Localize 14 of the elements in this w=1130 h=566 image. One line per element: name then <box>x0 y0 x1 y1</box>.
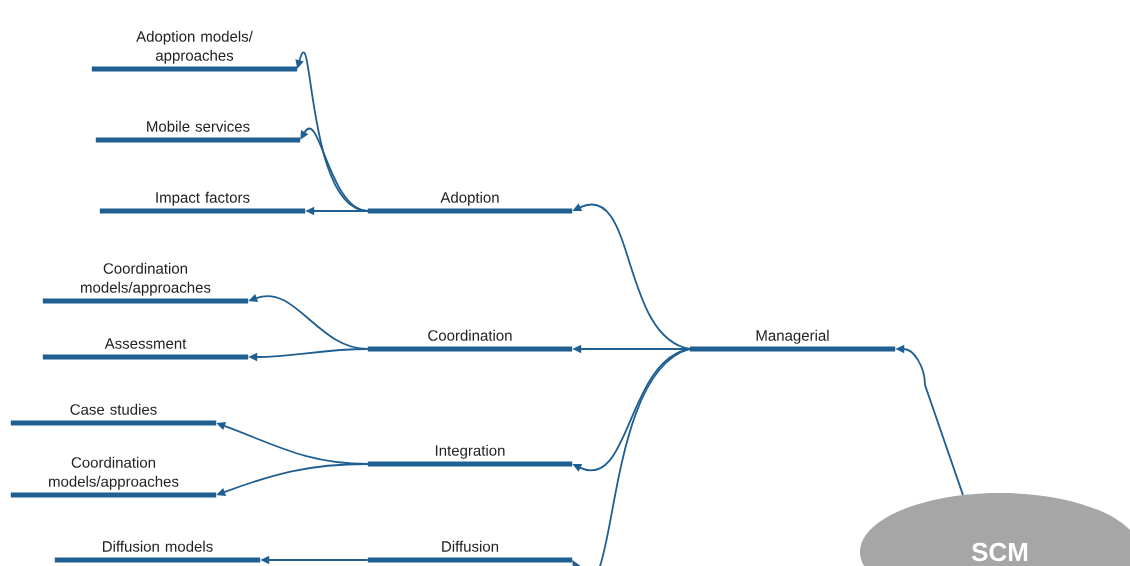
branch-label: Managerial <box>689 329 896 352</box>
branch-label: Coordination models/approaches <box>42 262 249 304</box>
branch-label: Diffusion <box>367 540 573 563</box>
branch-label: Mobile services <box>95 120 301 143</box>
branch-label: Integration <box>367 444 573 467</box>
branch-label: Case studies <box>10 403 217 426</box>
branch-label: Assessment <box>42 338 249 360</box>
branch-label: Coordination <box>367 329 573 352</box>
branch-label: Adoption models/ approaches <box>91 30 298 72</box>
branch-label: Diffusion models <box>54 540 261 563</box>
branch-label: Coordination models/approaches <box>10 456 217 498</box>
arrow <box>572 348 691 566</box>
branch-label: Adoption <box>367 191 573 214</box>
branch-label: Impact factors <box>99 191 306 214</box>
